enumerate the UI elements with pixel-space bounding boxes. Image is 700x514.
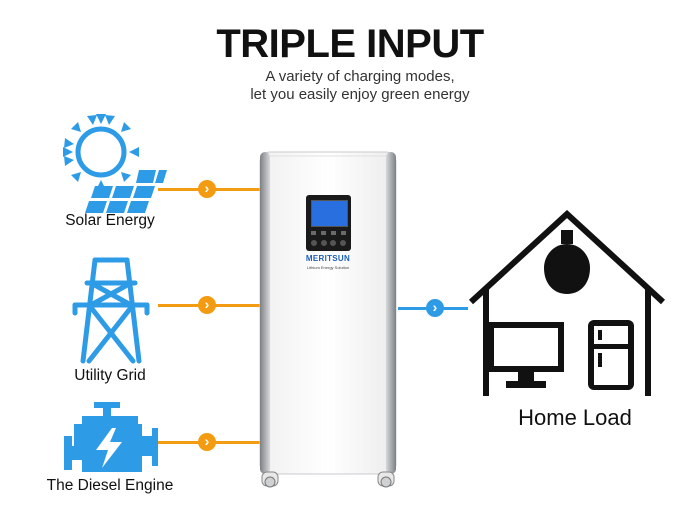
battery-cabinet: MERITSUN Lithium Energy Solution xyxy=(258,150,398,490)
arrow-right-icon: › xyxy=(426,299,444,317)
control-panel xyxy=(306,195,351,251)
subtitle-line-2: let you easily enjoy green energy xyxy=(250,86,470,103)
lcd-screen xyxy=(311,200,348,227)
page-title: TRIPLE INPUT xyxy=(216,22,484,66)
refrigerator-icon xyxy=(588,320,634,390)
source-label-solar: Solar Energy xyxy=(65,212,155,229)
source-label-diesel: The Diesel Engine xyxy=(46,477,174,494)
arrow-right-icon: › xyxy=(198,296,216,314)
subtitle-line-1: A variety of charging modes, xyxy=(265,68,455,85)
light-bulb-icon xyxy=(544,230,590,294)
status-leds xyxy=(311,231,346,235)
engine-icon xyxy=(64,402,158,472)
solar-panel-sun-icon xyxy=(63,114,167,213)
arrow-right-icon: › xyxy=(198,180,216,198)
house-icon xyxy=(468,210,666,396)
output-label-home: Home Load xyxy=(518,405,632,430)
power-tower-icon xyxy=(72,257,150,364)
arrow-right-icon: › xyxy=(198,433,216,451)
control-buttons xyxy=(311,240,346,246)
brand-caption: Lithium Energy Solution xyxy=(306,265,350,270)
source-label-grid: Utility Grid xyxy=(74,367,146,384)
brand-logo: MERITSUN xyxy=(305,254,351,263)
monitor-icon xyxy=(488,322,564,388)
